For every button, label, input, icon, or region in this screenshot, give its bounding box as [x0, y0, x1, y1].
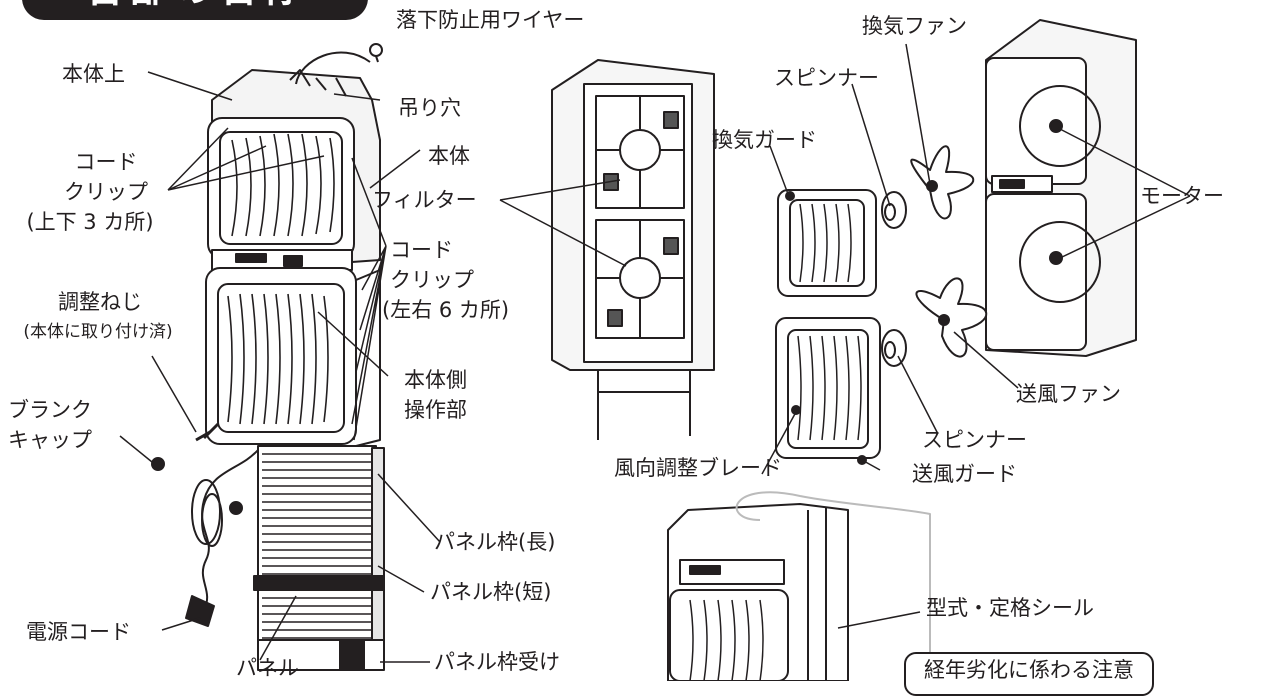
label-filter: フィルター: [372, 188, 477, 212]
aging-caution-box: 経年劣化に係わる注意: [904, 652, 1154, 696]
label-adjust-screw-line2: (本体に取り付け済): [23, 322, 173, 342]
left-unit: [151, 43, 385, 671]
label-panel-frame-long: パネル枠(長): [434, 530, 556, 554]
middle-unit: [551, 59, 715, 440]
section-title: 各部の名称: [22, 0, 368, 12]
label-hanging-hole: 吊り穴: [398, 96, 461, 120]
label-vent-fan: 換気ファン: [862, 14, 967, 38]
label-wind-direction-blade: 風向調整ブレード: [614, 456, 782, 480]
label-supply-fan: 送風ファン: [1016, 382, 1121, 406]
label-body: 本体: [428, 144, 470, 168]
label-panel-frame-receiver: パネル枠受け: [434, 650, 560, 674]
label-supply-guard: 送風ガード: [912, 462, 1017, 486]
label-panel: パネル: [236, 656, 299, 680]
label-body-top: 本体上: [62, 62, 125, 86]
label-body-control-line2: 操作部: [404, 398, 467, 422]
leader-lines: [119, 43, 1191, 663]
inset-unit: [667, 491, 931, 681]
label-adjust-screw-line1: 調整ねじ: [58, 290, 142, 314]
label-model-rating-seal: 型式・定格シール: [926, 596, 1094, 620]
section-title-badge: 各部の名称: [22, 0, 368, 20]
label-blank-cap-line1: ブランク: [8, 398, 92, 422]
label-fall-prevention-wire: 落下防止用ワイヤー: [396, 8, 585, 32]
label-blank-cap-line2: キャップ: [8, 428, 92, 452]
label-cord-clip-top-line3: (上下 3 カ所): [26, 210, 154, 234]
label-vent-guard: 換気ガード: [712, 128, 817, 152]
label-cord-clip-top-line2: クリップ: [64, 180, 148, 204]
label-spinner-bottom: スピンナー: [922, 428, 1027, 452]
label-motor: モーター: [1140, 184, 1224, 208]
label-body-control-line1: 本体側: [404, 368, 467, 392]
label-spinner-top: スピンナー: [774, 66, 879, 90]
label-power-cord: 電源コード: [26, 620, 131, 644]
label-cord-clip-side-line1: コード: [390, 238, 453, 262]
label-cord-clip-side-line2: クリップ: [390, 268, 474, 292]
aging-caution-label: 経年劣化に係わる注意: [924, 658, 1134, 682]
label-cord-clip-top-line1: コード: [74, 150, 138, 174]
label-panel-frame-short: パネル枠(短): [430, 580, 552, 604]
parts-diagram: [119, 19, 1191, 681]
label-cord-clip-side-line3: (左右 6 カ所): [382, 298, 510, 322]
